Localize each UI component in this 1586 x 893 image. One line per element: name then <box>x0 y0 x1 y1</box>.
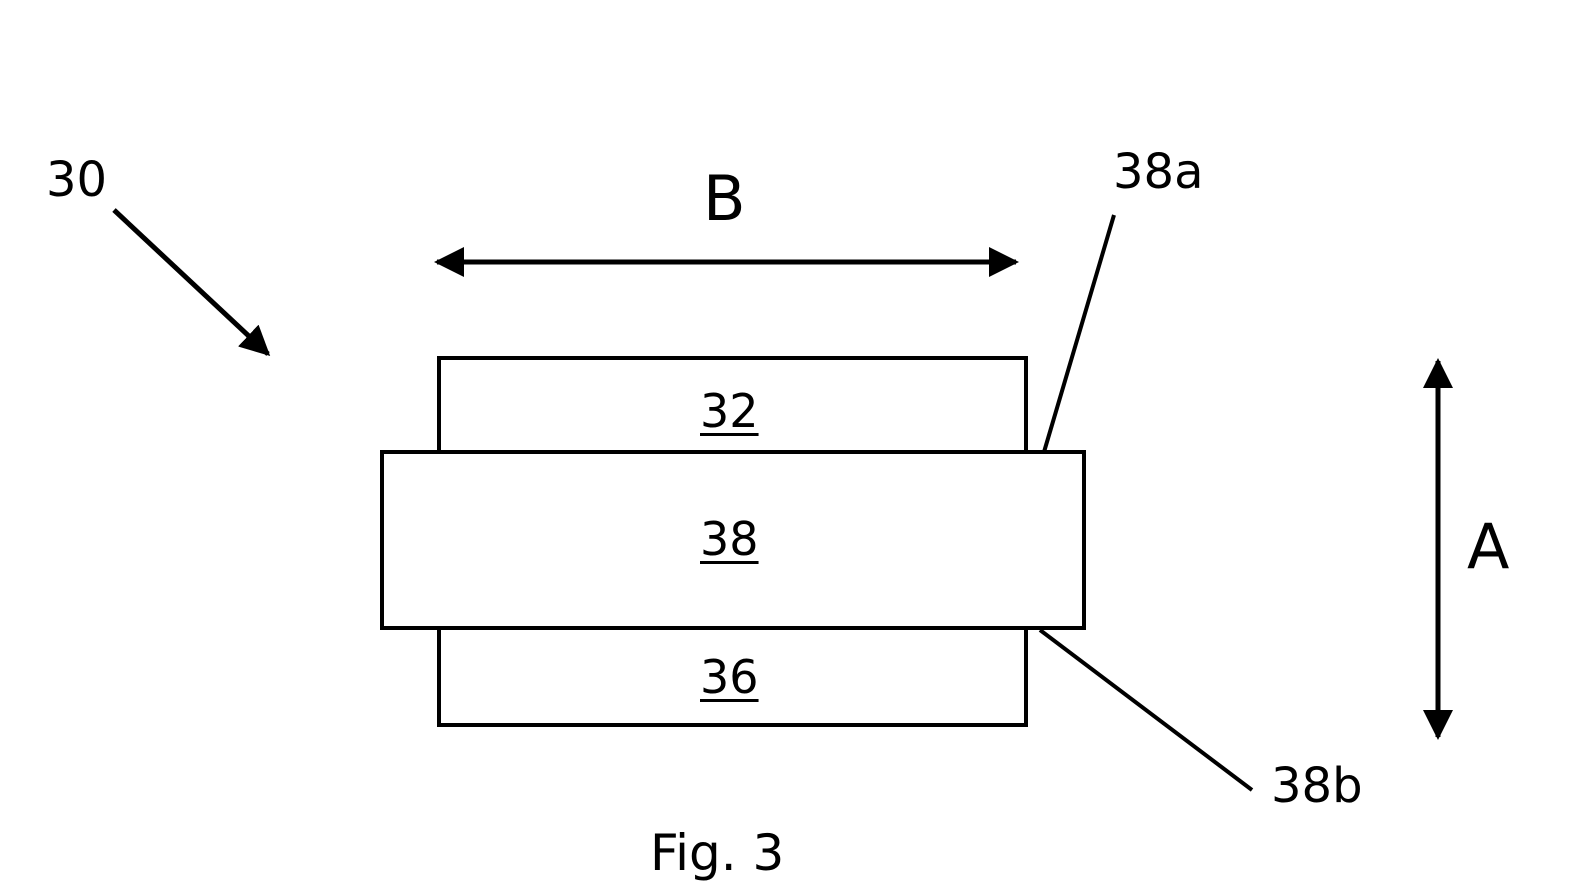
label-38: 38 <box>700 516 759 562</box>
assembly-pointer-arrow <box>114 210 268 354</box>
leader-38b <box>1040 630 1252 790</box>
figure-caption: Fig. 3 <box>650 828 784 878</box>
label-b: B <box>703 168 746 230</box>
label-38b: 38b <box>1271 762 1363 810</box>
label-36: 36 <box>700 654 759 700</box>
label-30: 30 <box>46 156 107 204</box>
label-32: 32 <box>700 388 759 434</box>
leader-38a <box>1044 215 1114 452</box>
label-38a: 38a <box>1113 148 1204 196</box>
label-a: A <box>1467 516 1509 578</box>
